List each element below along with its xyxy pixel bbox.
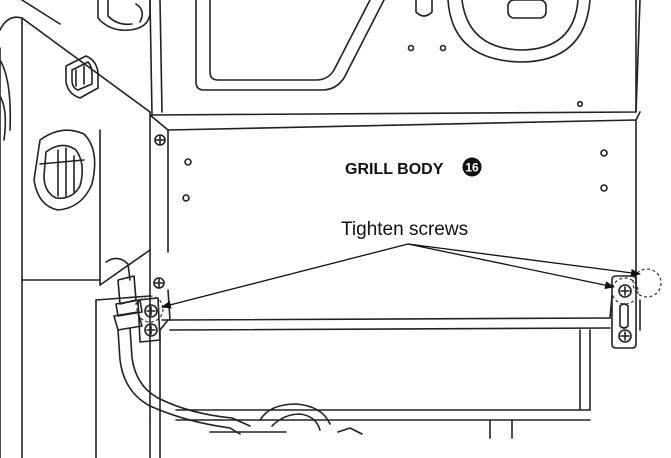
screw-right-lower <box>618 329 632 343</box>
screw-right-upper <box>618 284 632 298</box>
side-panel <box>0 0 151 458</box>
left-bracket <box>135 297 161 343</box>
upper-cabinet <box>149 0 641 116</box>
highlight-panel-edge <box>632 268 662 298</box>
lower-cabinet <box>95 295 641 458</box>
callout-arrow-far-right <box>407 243 641 277</box>
part-number: 16 <box>465 161 479 175</box>
highlight-right-screw <box>611 277 639 305</box>
grill-body-panel <box>149 111 641 321</box>
control-knob-upper <box>65 55 99 99</box>
callout-arrow-right <box>407 243 615 290</box>
callout-arrow-left <box>161 243 409 309</box>
panel-screw-top <box>154 134 166 146</box>
callout-label: Tighten screws <box>341 219 468 240</box>
screw-left-lower <box>144 323 158 337</box>
screw-left-upper <box>144 304 158 318</box>
gas-regulator-hose <box>105 257 251 435</box>
right-bracket <box>611 275 637 349</box>
panel-screw-bottom <box>153 277 165 289</box>
panel-label: GRILL BODY <box>345 161 444 178</box>
part-number-badge: 16 <box>462 157 482 177</box>
control-knob-lower <box>33 129 96 211</box>
highlight-left-screw <box>136 295 164 323</box>
